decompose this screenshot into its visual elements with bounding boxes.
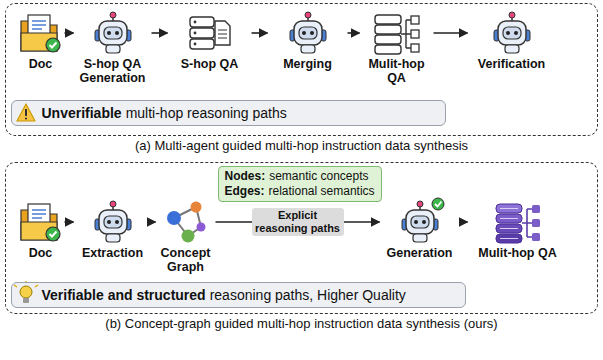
bulb-icon (14, 281, 38, 303)
caption: (a) Multi-agent guided multi-hop instruc… (6, 138, 597, 154)
caption-text: (b) Concept-graph guided multi-hop instr… (105, 316, 497, 331)
arrow (348, 32, 360, 34)
panel: Doc S-hop QA Generation S-hop QA Merging Mul… (5, 3, 598, 136)
agent-node: Extraction (76, 200, 150, 260)
doc-icon (21, 15, 60, 52)
label: S-hop QA Generation (80, 57, 146, 85)
text-line: (a) Multi-agent guided multi-hop instruc… (6, 138, 597, 154)
arrow (152, 32, 168, 34)
label: Extraction (82, 246, 143, 260)
definition-box: Nodes:semantic conceptsEdges:relational … (218, 166, 382, 202)
note-bar: Verifiable and structuredreasoning paths… (11, 282, 466, 308)
bar-fill (11, 282, 466, 308)
data-node: Mulit-hop QA (470, 200, 566, 260)
label: Edges: (225, 184, 265, 198)
caption: (b) Concept-graph guided multi-hop instr… (6, 316, 597, 332)
arrow (152, 221, 156, 223)
arrow (460, 221, 468, 223)
robot-icon (290, 12, 326, 53)
text-line: Merging (270, 57, 346, 71)
label: Mulit-hop QA (478, 246, 556, 260)
label: Verifiable and structured (42, 287, 206, 303)
text-line: Generation (382, 246, 458, 260)
text-line: Extraction (76, 246, 150, 260)
arrow (65, 221, 74, 223)
text-line: S-hop QA (170, 57, 250, 71)
text-line: Verification (470, 57, 554, 71)
label: relational semantics (269, 184, 375, 198)
arrow (65, 32, 74, 34)
warning-icon (17, 104, 35, 121)
edge-label: Explicit reasoning paths (252, 208, 344, 236)
database-icon (496, 204, 540, 243)
database-icon (190, 17, 230, 49)
text-line: Doc (19, 246, 63, 260)
text-line: Edges: relational semantics (225, 184, 375, 199)
bar-fill (11, 100, 446, 126)
label: S-hop QA (181, 57, 239, 71)
label: Concept Graph (161, 246, 211, 274)
label: reasoning paths, Higher Quality (210, 287, 406, 303)
doc-icon (21, 204, 60, 241)
arrow (434, 32, 468, 34)
data-node: S-hop QA (170, 11, 250, 71)
text-line: Mulit-hop QA (470, 246, 566, 260)
note-bar: Unverifiablemulti-hop reasoning paths (11, 100, 446, 126)
check-badge (432, 198, 444, 210)
text-line: Unverifiablemulti-hop reasoning paths (42, 101, 445, 125)
concept-graph-node: Concept Graph (158, 200, 214, 274)
text-line: Nodes:semantic concepts (225, 169, 375, 184)
agent-node: S-hop QA Generation (76, 11, 150, 85)
label: Nodes: (225, 169, 266, 183)
label: Doc (29, 246, 53, 260)
robot-icon (95, 12, 131, 53)
text-line: Verifiable and structuredreasoning paths… (42, 283, 465, 307)
label: semantic concepts (269, 169, 368, 183)
label: Verification (478, 57, 545, 71)
label: Generation (387, 246, 453, 260)
caption-text: (a) Multi-agent guided multi-hop instruc… (135, 138, 468, 153)
text-line: S-hop QA Generation (76, 57, 150, 85)
doc-node: Doc (19, 200, 63, 260)
robot-icon (494, 12, 530, 53)
database-icon (375, 15, 419, 54)
agent-node: Generation (382, 200, 458, 260)
label: Mulit-hop QA (368, 57, 424, 85)
text-line: (b) Concept-graph guided multi-hop instr… (6, 316, 597, 332)
label: Unverifiable (42, 105, 122, 121)
text-line: Concept Graph (158, 246, 214, 274)
text-line: Mulit-hop QA (362, 57, 432, 85)
data-node: Mulit-hop QA (362, 11, 432, 85)
arrow (252, 32, 268, 34)
agent-node: Verification (470, 11, 554, 71)
text-line: Doc (19, 57, 63, 71)
panel: Doc Extraction Concept Graph Nodes:semantic… (5, 162, 598, 314)
doc-node: Doc (19, 11, 63, 71)
agent-node: Merging (270, 11, 346, 71)
robot-icon (95, 201, 131, 242)
concept-graph-icon (167, 202, 206, 243)
label: Doc (29, 57, 53, 71)
label: Merging (283, 57, 332, 71)
label: multi-hop reasoning paths (126, 105, 287, 121)
